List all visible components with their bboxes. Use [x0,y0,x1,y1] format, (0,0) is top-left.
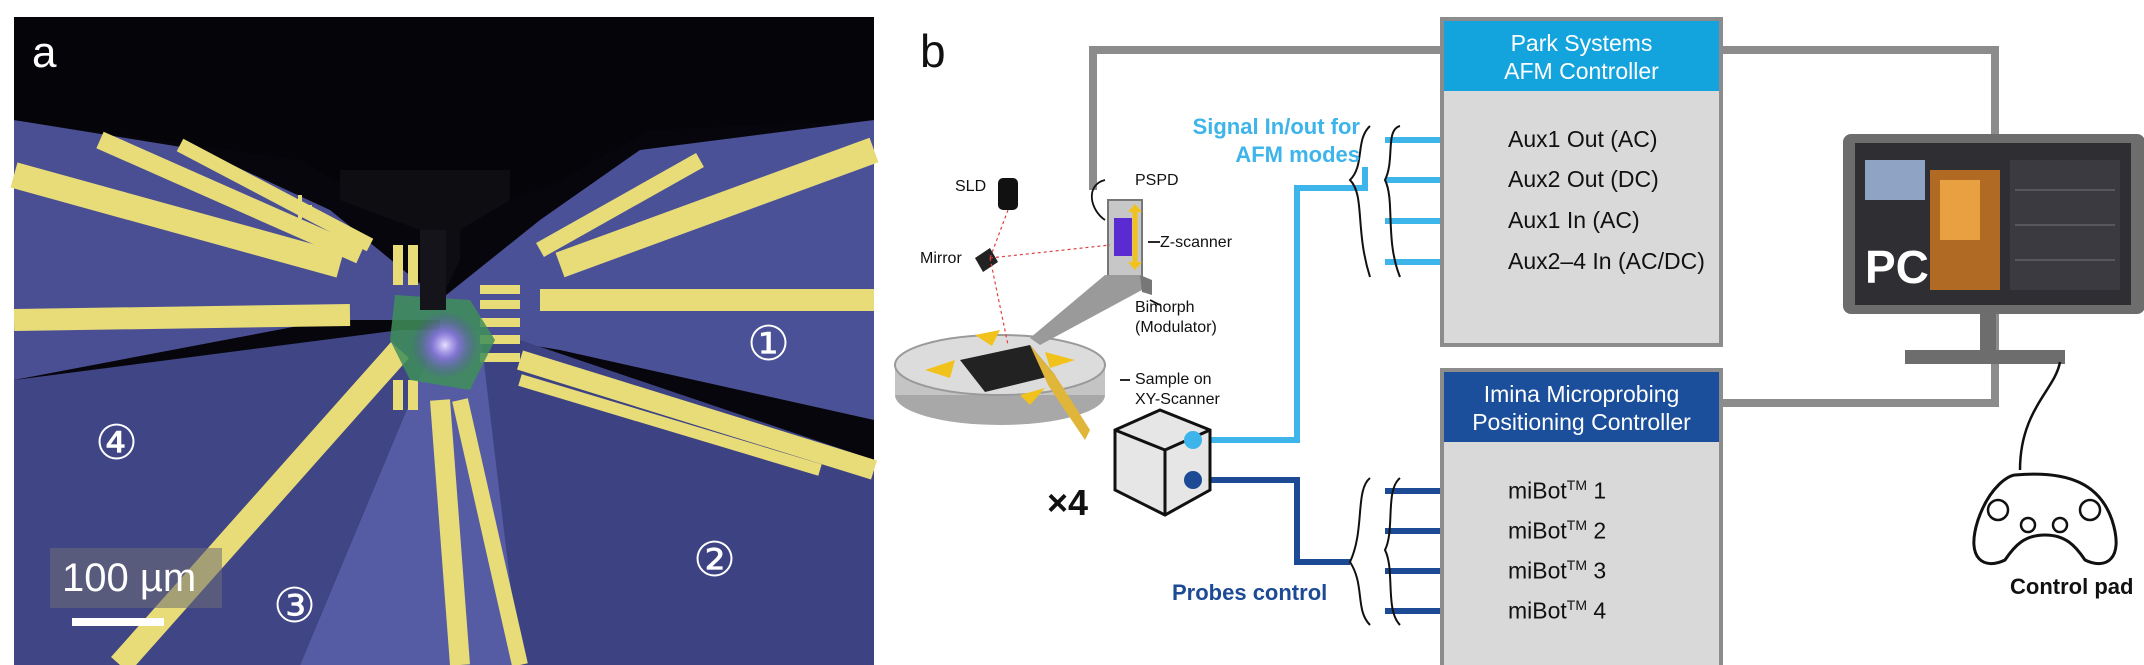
signal-label-line-1: Signal In/out for [1192,114,1360,139]
imina-controller-title-1: Imina Microprobing [1483,381,1680,407]
mibot-num: 1 [1593,477,1607,504]
imina-port-1-label: miBotTM 1 [1508,477,1606,505]
probe-number-2: ② [693,534,737,587]
multiplier-label: ×4 [1047,482,1089,523]
scale-bar-label: 100 µm [62,556,197,600]
mibot-name: miBot [1508,557,1567,584]
afm-controller-title-2: AFM Controller [1504,58,1659,84]
imina-port-3-label: miBotTM 3 [1508,557,1606,585]
imina-controller-title-2: Positioning Controller [1472,409,1691,435]
bimorph-label-line-2: (Modulator) [1135,319,1217,336]
afm-port-1-label: Aux1 Out (AC) [1508,126,1658,152]
signal-label: Signal In/out for AFM modes [1160,113,1360,169]
mibot-tm: TM [1566,477,1588,493]
probe-number-4: ④ [95,417,139,470]
mibot-name: miBot [1508,477,1567,504]
sld-label: SLD [955,178,987,195]
probe-number-3: ③ [273,580,317,633]
mibot-num: 4 [1593,597,1607,624]
mibot-num: 2 [1593,517,1607,544]
sample-label-line-2: XY-Scanner [1135,391,1220,408]
control-pad-label: Control pad [2010,574,2134,599]
probes-control-label: Probes control [1172,580,1328,605]
sample-label: Sample on XY-Scanner [1135,370,1220,410]
afm-port-4-label: Aux2–4 In (AC/DC) [1508,248,1705,274]
signal-label-line-2: AFM modes [1235,142,1360,167]
afm-port-3-label: Aux1 In (AC) [1508,207,1640,233]
mibot-tm: TM [1566,517,1588,533]
mibot-tm: TM [1566,557,1588,573]
panel-a-letter: a [32,28,57,77]
mibot-name: miBot [1508,597,1567,624]
imina-port-4-label: miBotTM 4 [1508,597,1606,625]
bimorph-label: Bimorph (Modulator) [1135,298,1217,338]
afm-controller-title-1: Park Systems [1510,30,1653,56]
afm-controller-box: Park Systems AFM Controller [1440,17,1723,347]
mibot-num: 3 [1593,557,1607,584]
z-scanner-label: Z-scanner [1160,234,1233,251]
panel-b-letter: b [920,25,946,77]
pspd-label: PSPD [1135,172,1179,189]
pc-label: PC [1865,241,1929,293]
probe-number-1: ① [747,318,791,371]
imina-controller-header: Imina Microprobing Positioning Controlle… [1444,372,1719,442]
bimorph-label-line-1: Bimorph [1135,299,1195,316]
afm-port-2-label: Aux2 Out (DC) [1508,166,1659,192]
sample-label-line-1: Sample on [1135,371,1212,388]
panel-a: a 100 µm ① ② ③ ④ [0,0,880,665]
afm-controller-header: Park Systems AFM Controller [1444,21,1719,91]
panel-b: b [880,0,2144,665]
mibot-name: miBot [1508,517,1567,544]
mirror-label: Mirror [920,250,962,267]
imina-port-2-label: miBotTM 2 [1508,517,1606,545]
microscope-image [10,17,879,665]
mibot-tm: TM [1566,597,1588,613]
schematic-wires [894,46,2144,627]
imina-controller-box: Imina Microprobing Positioning Controlle… [1440,368,1723,665]
